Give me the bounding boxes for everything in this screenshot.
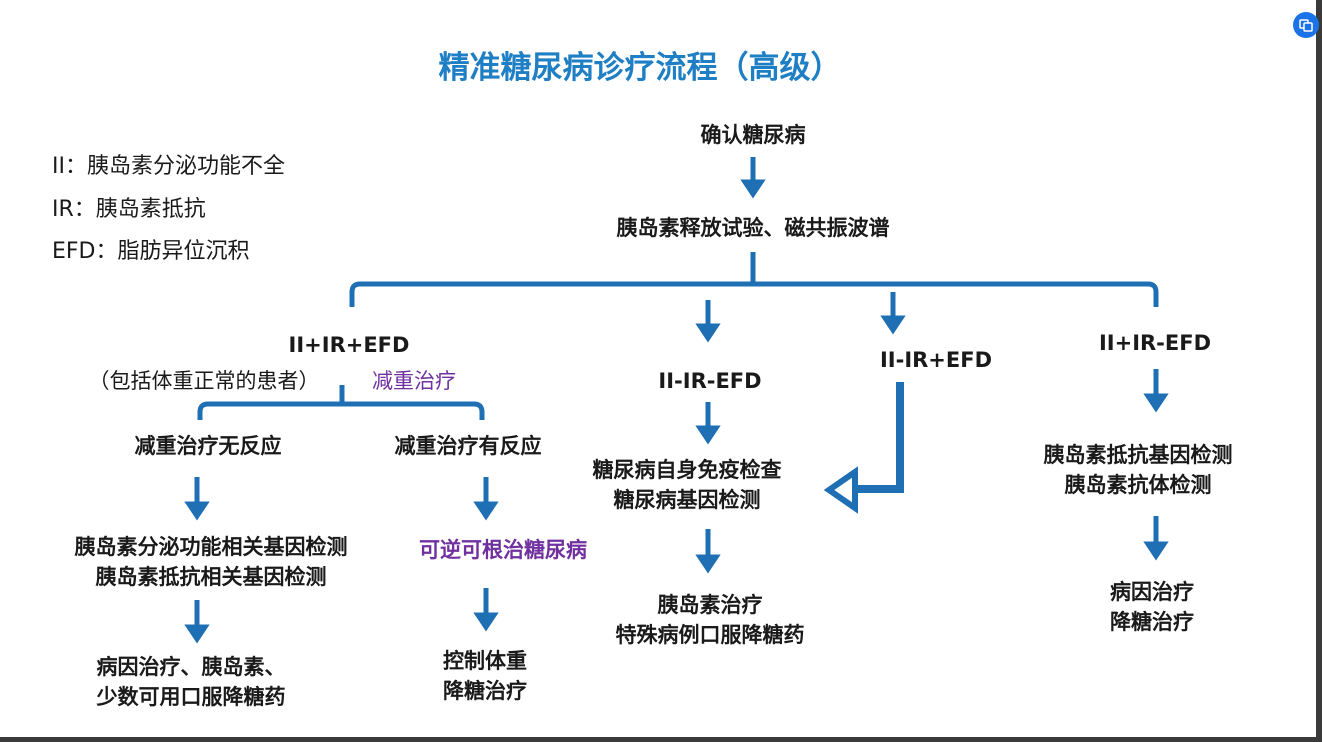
node-treatment-b2-2: 特殊病例口服降糖药: [615, 623, 805, 647]
arrowhead: [1143, 541, 1169, 561]
legend-item-efd: EFD：脂肪异位沉积: [52, 239, 250, 264]
node-reversible: 可逆可根治糖尿病: [419, 538, 587, 562]
branch-label-b4: II+IR-EFD: [1098, 331, 1212, 355]
big-arrowhead: [823, 466, 858, 514]
node-confirm-diabetes: 确认糖尿病: [700, 123, 806, 147]
branch-bracket: [349, 281, 1159, 307]
node-gene-test-2: 胰岛素抵抗相关基因检测: [95, 565, 327, 589]
arrowhead: [473, 612, 499, 632]
sub-bracket: [197, 401, 485, 420]
weight-loss-label: 减重治疗: [372, 369, 456, 393]
node-treatment-b2-1: 胰岛素治疗: [657, 593, 763, 617]
translate-icon: [1299, 19, 1313, 32]
translate-button[interactable]: [1293, 12, 1319, 38]
arrowhead: [1143, 393, 1169, 413]
branch-label-b1: II+IR+EFD: [288, 333, 410, 357]
arrowhead: [740, 179, 766, 199]
branch-label-b3: II-IR+EFD: [879, 348, 993, 372]
arrowhead: [184, 501, 210, 521]
page-title: 精准糖尿病诊疗流程（高级）: [438, 50, 842, 86]
node-antibody-test: 胰岛素抗体检测: [1064, 473, 1212, 497]
node-treatment-b1-left-2: 少数可用口服降糖药: [96, 685, 286, 709]
legend-item-ir: IR：胰岛素抵抗: [52, 197, 206, 222]
arrowhead: [473, 501, 499, 521]
legend-item-ii: II：胰岛素分泌功能不全: [52, 154, 285, 179]
node-ir-gene-test: 胰岛素抵抗基因检测: [1043, 443, 1233, 467]
arrowhead: [695, 323, 721, 343]
node-response: 减重治疗有反应: [394, 434, 542, 458]
arrowhead: [184, 624, 210, 644]
node-gene-test-1: 胰岛素分泌功能相关基因检测: [74, 535, 348, 559]
arrowhead: [695, 554, 721, 574]
node-tests: 胰岛素释放试验、磁共振波谱: [616, 216, 890, 240]
arrow-b3-to-b2: [852, 382, 904, 493]
node-treatment-b1-left-1: 病因治疗、胰岛素、: [96, 655, 286, 679]
window-edge-bottom: [0, 737, 1322, 742]
node-gene-test-b2: 糖尿病基因检测: [613, 488, 761, 512]
branch-note-b1: （包括体重正常的患者）: [88, 369, 320, 393]
node-autoimmune-test: 糖尿病自身免疫检查: [592, 458, 782, 482]
node-treatment-b1-right-1: 控制体重: [443, 649, 527, 673]
arrowhead: [880, 315, 906, 335]
window-edge-right: [1316, 0, 1322, 742]
node-treatment-b4-1: 病因治疗: [1110, 580, 1194, 604]
node-no-response: 减重治疗无反应: [134, 434, 282, 458]
node-treatment-b1-right-2: 降糖治疗: [443, 679, 527, 703]
arrowhead: [695, 425, 721, 445]
node-treatment-b4-2: 降糖治疗: [1110, 610, 1194, 634]
branch-label-b2: II-IR-EFD: [658, 369, 762, 393]
